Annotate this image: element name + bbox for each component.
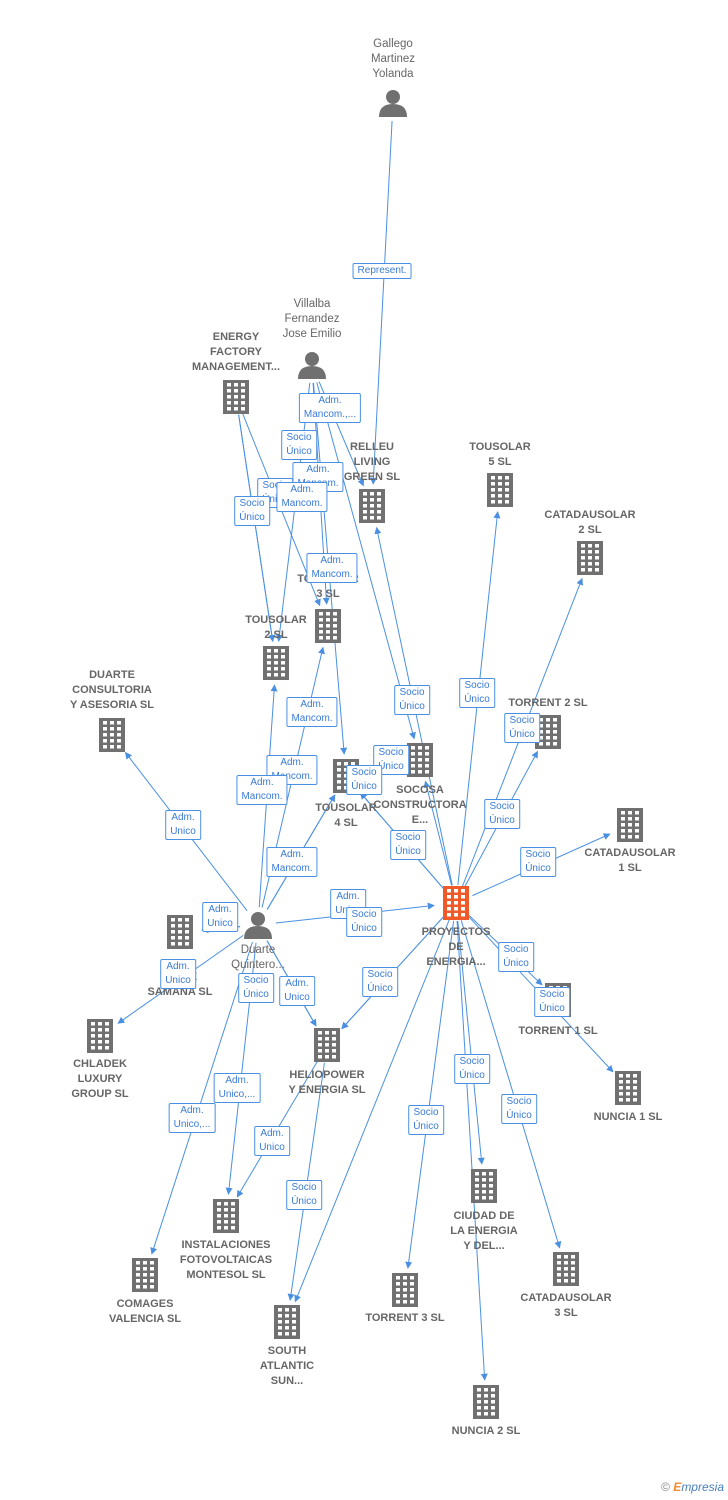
person-icon-gallego[interactable] xyxy=(379,90,407,117)
person-icon-duarte[interactable] xyxy=(244,912,272,939)
edge-label-proyectos-to-ciudad[interactable]: Socio Único xyxy=(454,1054,490,1084)
edge-label-duarte-to-comages[interactable]: Adm. Unico,... xyxy=(168,1103,216,1133)
footer-brand: © Empresia xyxy=(661,1480,724,1494)
building-icon-energy_factory[interactable] xyxy=(223,380,249,414)
node-label-torrent1[interactable]: TORRENT 1 SL xyxy=(518,1025,598,1037)
building-icon-relleu[interactable] xyxy=(359,489,385,523)
edge-label-duarte-to-tousolar2[interactable]: Adm. Mancom. xyxy=(236,775,288,805)
edge-label-proyectos-to-catadausolar3[interactable]: Socio Único xyxy=(501,1094,537,1124)
edge-label-proyectos-to-nuncia1[interactable]: Socio Único xyxy=(534,987,570,1017)
brand-logo-e: E xyxy=(673,1480,682,1494)
building-icon-tousolar3[interactable] xyxy=(315,609,341,643)
edge-label-proyectos-to-heliopower[interactable]: Socio Único xyxy=(362,967,398,997)
node-label-ciudad[interactable]: CIUDAD DE LA ENERGIA Y DEL... xyxy=(450,1210,518,1252)
node-label-villalba[interactable]: Villalba Fernandez Jose Emilio xyxy=(282,298,342,340)
edge-proyectos-to-torrent3 xyxy=(405,920,455,1269)
node-label-socosa[interactable]: SOCOSA CONSTRUCTORA E... xyxy=(373,784,467,826)
node-label-south_atlantic[interactable]: SOUTH ATLANTIC SUN... xyxy=(259,1345,315,1387)
edge-label-energy_factory-to-tousolar2[interactable]: Socio Único xyxy=(281,430,317,460)
node-label-torrent3[interactable]: TORRENT 3 SL xyxy=(365,1312,445,1324)
edge-label-gallego-to-relleu[interactable]: Represent. xyxy=(352,263,412,279)
edge-label-proyectos-to-catadausolar1[interactable]: Socio Único xyxy=(520,847,556,877)
building-icon-catadausolar1[interactable] xyxy=(617,808,643,842)
edge-proyectos-to-ciudad xyxy=(457,920,485,1165)
building-icon-nuncia2[interactable] xyxy=(473,1385,499,1419)
edge-label-duarte-to-instalaciones[interactable]: Adm. Unico,... xyxy=(213,1073,261,1103)
edge-duarte-to-comages xyxy=(150,941,253,1255)
building-icon-proyectos[interactable] xyxy=(443,886,469,920)
edge-proyectos-to-nuncia2 xyxy=(456,920,488,1381)
edge-label-duarte-to-cinde[interactable]: Adm. Unico xyxy=(202,902,238,932)
node-label-tousolar4[interactable]: TOUSOLAR 4 SL xyxy=(315,802,377,829)
building-icon-torrent3[interactable] xyxy=(392,1273,418,1307)
building-icon-duarte_consultoria[interactable] xyxy=(99,718,125,752)
edge-proyectos-to-catadausolar3 xyxy=(460,920,562,1249)
edge-proyectos-to-south_atlantic xyxy=(294,919,450,1303)
edge-label-proyectos-to-tousolar4[interactable]: Socio Único xyxy=(346,765,382,795)
edge-label-proyectos-to-torrent1[interactable]: Socio Único xyxy=(498,942,534,972)
node-label-duarte[interactable]: Duarte Quintero... xyxy=(231,944,285,971)
building-icon-heliopower[interactable] xyxy=(314,1028,340,1062)
edge-label-duarte-to-heliopower[interactable]: Socio Único xyxy=(238,973,274,1003)
building-icon-catadausolar2[interactable] xyxy=(577,541,603,575)
node-label-duarte_consultoria[interactable]: DUARTE CONSULTORIA Y ASESORIA SL xyxy=(70,669,154,711)
building-icon-tousolar2[interactable] xyxy=(263,646,289,680)
edge-label-villalba-to-tousolar4[interactable]: Adm. Mancom. xyxy=(306,553,358,583)
edge-label-proyectos-to-torrent2[interactable]: Socio Único xyxy=(484,799,520,829)
edge-label-duarte-to-chladek[interactable]: Adm. Unico xyxy=(160,959,196,989)
edge-gallego-to-relleu xyxy=(369,120,393,485)
edge-label-energy_factory-to-tousolar2[interactable]: Socio Único xyxy=(234,496,270,526)
node-label-relleu[interactable]: RELLEU LIVING GREEN SL xyxy=(343,441,401,483)
node-label-catadausolar1[interactable]: CATADAUSOLAR 1 SL xyxy=(584,847,676,874)
edge-label-duarte-to-duarte_consultoria[interactable]: Adm. Unico xyxy=(165,810,201,840)
node-label-nuncia2[interactable]: NUNCIA 2 SL xyxy=(451,1425,521,1437)
edge-label-proyectos-to-tousolar5[interactable]: Socio Único xyxy=(459,678,495,708)
building-icon-catadausolar3[interactable] xyxy=(553,1252,579,1286)
building-icon-instalaciones[interactable] xyxy=(213,1199,239,1233)
node-label-nuncia1[interactable]: NUNCIA 1 SL xyxy=(593,1111,663,1123)
edge-label-villalba-to-tousolar3[interactable]: Adm. Mancom. xyxy=(276,482,328,512)
brand-logo-text: mpresia xyxy=(681,1480,724,1494)
building-icon-comages[interactable] xyxy=(132,1258,158,1292)
node-label-chladek[interactable]: CHLADEK LUXURY GROUP SL xyxy=(71,1058,129,1100)
node-label-instalaciones[interactable]: INSTALACIONES FOTOVOLTAICAS MONTESOL SL xyxy=(179,1239,273,1281)
edge-energy_factory-to-tousolar2 xyxy=(238,414,276,642)
edge-label-duarte-to-tousolar4[interactable]: Adm. Mancom. xyxy=(286,697,338,727)
node-label-heliopower[interactable]: HELIOPOWER Y ENERGIA SL xyxy=(288,1069,366,1096)
person-icon-villalba[interactable] xyxy=(298,352,326,379)
edge-villalba-to-tousolar2 xyxy=(275,382,311,642)
edge-label-proyectos-to-torrent3[interactable]: Socio Único xyxy=(408,1105,444,1135)
node-label-comages[interactable]: COMAGES VALENCIA SL xyxy=(108,1298,182,1325)
node-label-energy_factory[interactable]: ENERGY FACTORY MANAGEMENT... xyxy=(192,331,280,373)
node-label-catadausolar2[interactable]: CATADAUSOLAR 2 SL xyxy=(544,509,636,536)
edge-proyectos-to-socosa xyxy=(423,780,453,886)
building-icon-nuncia1[interactable] xyxy=(615,1071,641,1105)
edge-label-duarte-to-cinde[interactable]: Socio Único xyxy=(346,907,382,937)
building-icon-tousolar5[interactable] xyxy=(487,473,513,507)
edge-label-duarte-to-tousolar4[interactable]: Adm. Mancom. xyxy=(266,847,318,877)
node-label-proyectos[interactable]: PROYECTOS DE ENERGIA... xyxy=(421,926,491,968)
edge-label-proyectos-to-heliopower[interactable]: Socio Único xyxy=(390,830,426,860)
node-label-tousolar2[interactable]: TOUSOLAR 2 SL xyxy=(245,614,307,641)
edge-villalba-to-socosa xyxy=(316,382,416,740)
edge-label-heliopower-to-south_atlantic[interactable]: Socio Único xyxy=(286,1180,322,1210)
node-label-torrent2[interactable]: TORRENT 2 SL xyxy=(508,697,588,709)
node-label-gallego[interactable]: Gallego Martinez Yolanda xyxy=(370,38,416,80)
building-icon-cinde[interactable] xyxy=(167,915,193,949)
edge-label-duarte-to-heliopower[interactable]: Adm. Unico xyxy=(279,976,315,1006)
node-label-tousolar5[interactable]: TOUSOLAR 5 SL xyxy=(469,441,531,468)
building-icon-ciudad[interactable] xyxy=(471,1169,497,1203)
edge-label-proyectos-to-relleu[interactable]: Socio Único xyxy=(394,685,430,715)
building-icon-chladek[interactable] xyxy=(87,1019,113,1053)
building-icon-south_atlantic[interactable] xyxy=(274,1305,300,1339)
building-icon-socosa[interactable] xyxy=(407,743,433,777)
copyright-symbol: © xyxy=(661,1480,670,1494)
edge-label-proyectos-to-catadausolar2[interactable]: Socio Único xyxy=(504,713,540,743)
edge-label-villalba-to-relleu[interactable]: Adm. Mancom.,... xyxy=(298,393,362,423)
node-label-catadausolar3[interactable]: CATADAUSOLAR 3 SL xyxy=(520,1292,612,1319)
edge-label-heliopower-to-instalaciones[interactable]: Adm. Unico xyxy=(254,1126,290,1156)
